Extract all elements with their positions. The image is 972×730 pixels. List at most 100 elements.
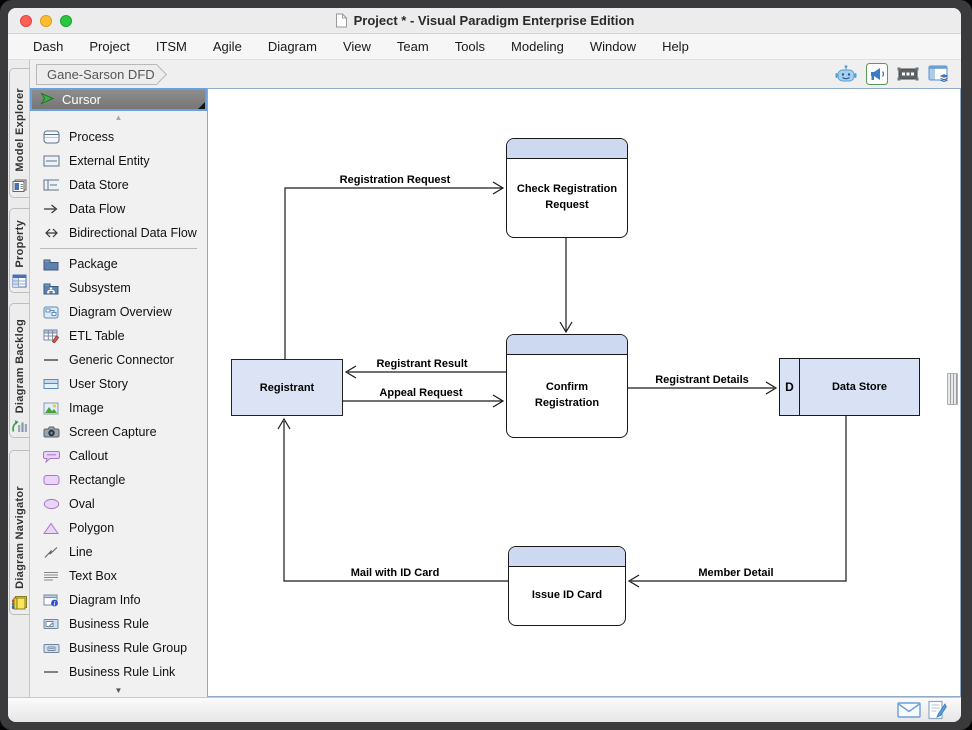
ai-assistant-icon[interactable] bbox=[834, 62, 858, 86]
palette-item[interactable]: Oval bbox=[30, 492, 207, 516]
palette-item[interactable]: External Entity bbox=[30, 149, 207, 173]
diagram-canvas[interactable]: Check Registration Request Confirm Regis… bbox=[207, 88, 961, 697]
flow-label-registrant-details[interactable]: Registrant Details bbox=[652, 374, 752, 386]
property-icon bbox=[12, 274, 27, 288]
palette-item[interactable]: i Diagram Info bbox=[30, 588, 207, 612]
generic-connector-icon bbox=[42, 354, 60, 366]
menu-item[interactable]: Help bbox=[662, 39, 689, 54]
panel-layout-icon[interactable] bbox=[927, 62, 951, 86]
palette-item-label: Line bbox=[69, 545, 93, 559]
palette-item[interactable]: Data Store bbox=[30, 173, 207, 197]
palette-scroll-up[interactable]: ▲ bbox=[114, 113, 123, 122]
cursor-tool-label: Cursor bbox=[62, 92, 102, 107]
palette-item[interactable]: Subsystem bbox=[30, 276, 207, 300]
diagram-overview-icon bbox=[42, 306, 60, 319]
palette-item[interactable]: Business Rule Link bbox=[30, 660, 207, 684]
palette-item[interactable]: Line bbox=[30, 540, 207, 564]
palette-item[interactable]: Diagram Overview bbox=[30, 300, 207, 324]
flow-label-registrant-result[interactable]: Registrant Result bbox=[373, 358, 471, 370]
palette-item[interactable]: Business Rule Group bbox=[30, 636, 207, 660]
process-header-band bbox=[507, 139, 627, 159]
menu-item[interactable]: Agile bbox=[212, 39, 242, 54]
breadcrumb[interactable]: Gane-Sarson DFD bbox=[36, 63, 167, 85]
menu-item[interactable]: Project bbox=[89, 39, 130, 54]
palette-scroll-down[interactable]: ▼ bbox=[114, 686, 123, 695]
data-store-label: Data Store bbox=[831, 381, 888, 393]
side-tab[interactable]: Model Explorer bbox=[9, 68, 29, 198]
palette-item[interactable]: Data Flow bbox=[30, 197, 207, 221]
process-label: Issue ID Card bbox=[531, 589, 603, 602]
close-window-button[interactable] bbox=[20, 14, 32, 27]
flow-label-registration-request[interactable]: Registration Request bbox=[336, 174, 454, 186]
window-title-group: Project * - Visual Paradigm Enterprise E… bbox=[335, 13, 635, 28]
palette-item-label: Diagram Overview bbox=[69, 305, 172, 319]
menu-item[interactable]: Window bbox=[589, 39, 637, 54]
window-title: Project * - Visual Paradigm Enterprise E… bbox=[353, 13, 635, 28]
mail-icon[interactable] bbox=[897, 702, 921, 718]
content-row: Cursor ▲ Process bbox=[30, 88, 961, 697]
menu-item[interactable]: Tools bbox=[454, 39, 486, 54]
data-store[interactable]: D Data Store bbox=[779, 358, 920, 416]
palette-item[interactable]: Callout bbox=[30, 444, 207, 468]
cursor-tool-corner bbox=[198, 102, 205, 109]
menu-item[interactable]: ITSM bbox=[155, 39, 187, 54]
palette-item-label: Diagram Info bbox=[69, 593, 141, 607]
side-tab[interactable]: Diagram Navigator bbox=[9, 450, 29, 615]
image-icon bbox=[42, 402, 60, 415]
status-icon-group bbox=[897, 700, 947, 720]
data-store-icon bbox=[42, 179, 60, 191]
fit-window-icon[interactable] bbox=[896, 62, 920, 86]
flow-label-appeal-request[interactable]: Appeal Request bbox=[376, 387, 466, 399]
palette-item[interactable]: Bidirectional Data Flow bbox=[30, 221, 207, 245]
zoom-window-button[interactable] bbox=[60, 14, 72, 27]
line-icon bbox=[42, 546, 60, 559]
cursor-tool[interactable]: Cursor bbox=[30, 88, 207, 111]
rectangle-icon bbox=[42, 474, 60, 486]
panel-splitter-handle[interactable] bbox=[947, 373, 958, 405]
palette-item[interactable]: Rectangle bbox=[30, 468, 207, 492]
diagram-backlog-icon bbox=[11, 419, 28, 433]
text-box-icon bbox=[42, 570, 60, 582]
palette-item-label: Business Rule bbox=[69, 617, 149, 631]
palette-item-label: Process bbox=[69, 130, 115, 144]
process-check-registration-request[interactable]: Check Registration Request bbox=[506, 138, 628, 238]
external-entity-registrant[interactable]: Registrant bbox=[231, 359, 343, 416]
announcement-icon[interactable] bbox=[865, 62, 889, 86]
palette-item[interactable]: Business Rule bbox=[30, 612, 207, 636]
flow-label-member-detail[interactable]: Member Detail bbox=[695, 567, 777, 579]
menu-item[interactable]: Modeling bbox=[511, 39, 564, 54]
process-confirm-registration[interactable]: Confirm Registration bbox=[506, 334, 628, 438]
palette-item-label: Polygon bbox=[69, 521, 115, 535]
process-issue-id-card[interactable]: Issue ID Card bbox=[508, 546, 626, 626]
palette-item[interactable]: ETL Table bbox=[30, 324, 207, 348]
palette-item[interactable]: Package bbox=[30, 252, 207, 276]
palette-item[interactable]: Generic Connector bbox=[30, 348, 207, 372]
etl-table-icon bbox=[42, 329, 60, 343]
data-flow-connectors[interactable] bbox=[208, 89, 960, 694]
palette-item[interactable]: Polygon bbox=[30, 516, 207, 540]
menu-item[interactable]: View bbox=[342, 39, 371, 54]
side-tab[interactable]: Diagram Backlog bbox=[9, 303, 29, 438]
palette-item[interactable]: Process bbox=[30, 125, 207, 149]
process-header-band bbox=[507, 335, 627, 355]
flow-label-mail-with-id-card[interactable]: Mail with ID Card bbox=[347, 567, 443, 579]
palette-item[interactable]: Screen Capture bbox=[30, 420, 207, 444]
palette-item[interactable]: Text Box bbox=[30, 564, 207, 588]
menu-item[interactable]: Dash bbox=[33, 39, 64, 54]
external-entity-icon bbox=[42, 155, 60, 167]
palette-item-label: Data Store bbox=[69, 178, 129, 192]
menu-bar: Dash Project ITSM Agile Diagram View Team Tools… bbox=[8, 34, 961, 60]
palette-item-list: Process External Entity bbox=[30, 125, 207, 684]
palette-item[interactable]: Image bbox=[30, 396, 207, 420]
tool-palette: Cursor ▲ Process bbox=[30, 88, 207, 697]
compose-icon[interactable] bbox=[928, 700, 947, 720]
menu-item[interactable]: Diagram bbox=[267, 39, 317, 54]
bidirectional-data-flow-icon bbox=[42, 227, 60, 239]
palette-separator bbox=[40, 248, 197, 249]
palette-item-label: Image bbox=[69, 401, 104, 415]
minimize-window-button[interactable] bbox=[40, 14, 52, 27]
palette-item-label: ETL Table bbox=[69, 329, 125, 343]
menu-item[interactable]: Team bbox=[396, 39, 429, 54]
palette-item[interactable]: User Story bbox=[30, 372, 207, 396]
side-tab[interactable]: Property bbox=[9, 208, 29, 293]
